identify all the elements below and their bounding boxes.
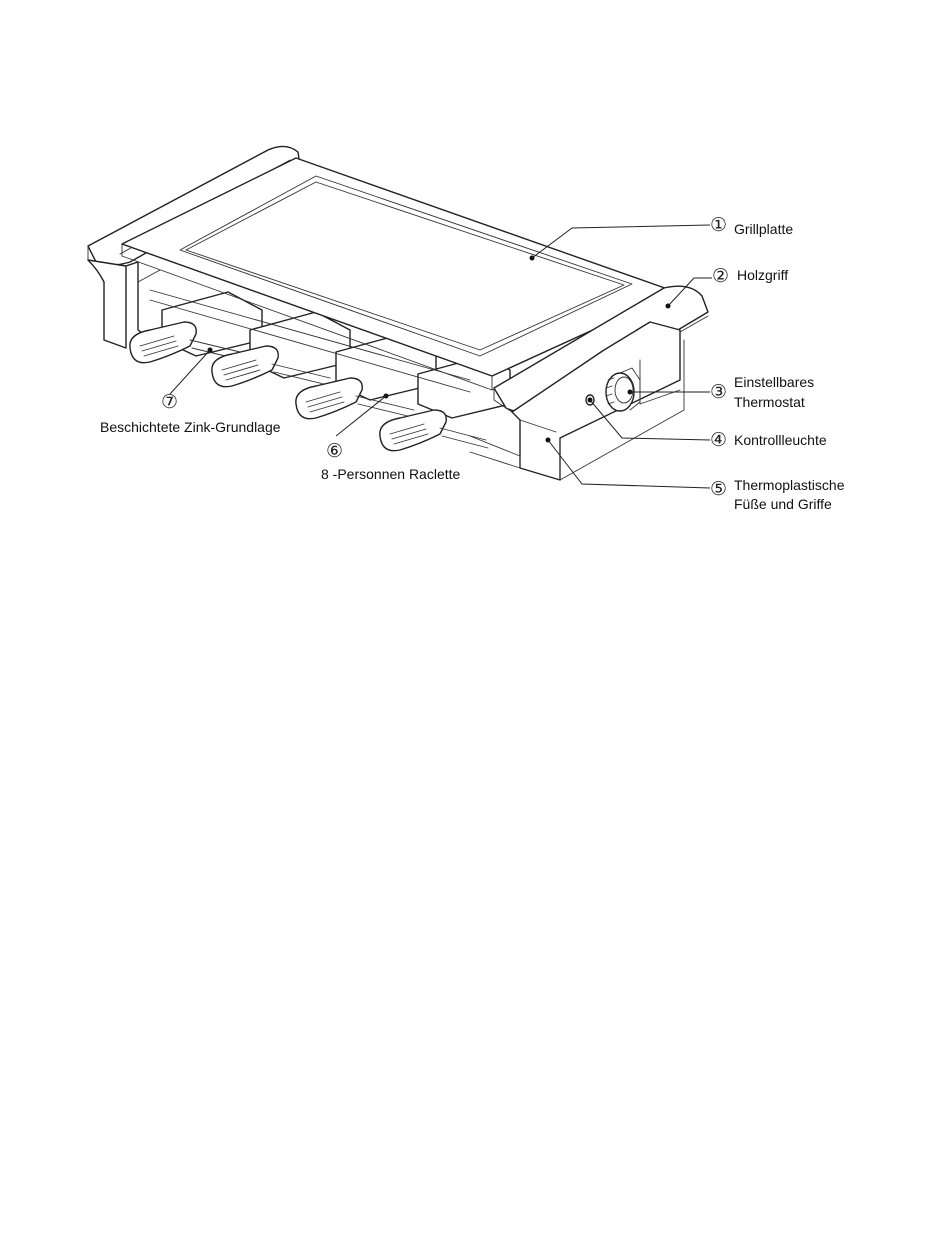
callout-number-3: ③ <box>710 382 727 402</box>
label-8-personnen-raclette: 8 -Personnen Raclette <box>321 465 460 483</box>
label-grillplatte: Grillplatte <box>734 220 793 238</box>
label-beschichtete-zink-grundlage: Beschichtete Zink-Grundlage <box>100 418 281 436</box>
label-holzgriff: Holzgriff <box>737 266 788 284</box>
label-kontrollleuchte: Kontrollleuchte <box>734 431 827 449</box>
callout-number-5: ⑤ <box>710 479 727 499</box>
callout-number-7: ⑦ <box>161 392 178 412</box>
label-einstellbares: Einstellbares <box>734 373 814 391</box>
label-thermostat: Thermostat <box>734 393 805 411</box>
callout-number-1: ① <box>710 215 727 235</box>
callout-number-6: ⑥ <box>326 441 343 461</box>
left-support <box>126 262 162 336</box>
callout-number-4: ④ <box>710 430 727 450</box>
callout-number-2: ② <box>712 266 729 286</box>
label-fuesse-und-griffe: Füße und Griffe <box>734 495 832 513</box>
label-thermoplastische: Thermoplastische <box>734 476 845 494</box>
